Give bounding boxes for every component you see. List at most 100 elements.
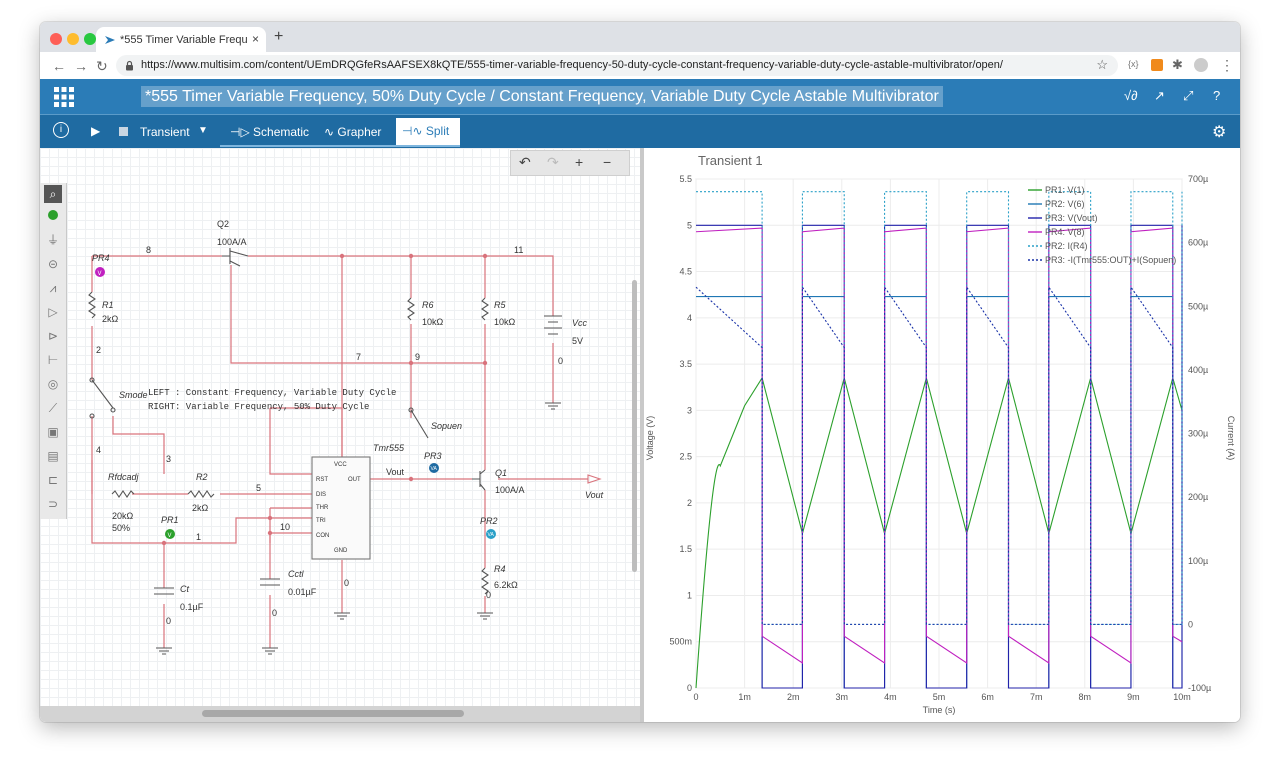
- circuit-title[interactable]: *555 Timer Variable Frequency, 50% Duty …: [141, 86, 943, 107]
- help-icon[interactable]: ?: [1213, 88, 1221, 103]
- pr1-label[interactable]: PR1: [161, 515, 179, 525]
- resistor-palette-icon[interactable]: ⩘: [49, 281, 57, 295]
- schematic-vertical-scrollbar[interactable]: [632, 280, 637, 572]
- settings-gear-icon[interactable]: ⚙: [1212, 124, 1227, 141]
- url-field[interactable]: https://www.multisim.com/content/UEmDRQG…: [116, 55, 1118, 76]
- r1-label[interactable]: R1: [102, 300, 114, 310]
- switch-palette-icon[interactable]: ⟋: [48, 401, 58, 415]
- tab-schematic-label: Schematic: [253, 125, 310, 139]
- r6-label[interactable]: R6: [422, 300, 434, 310]
- scrollbar-thumb[interactable]: [202, 710, 464, 717]
- new-tab-button[interactable]: +: [274, 28, 284, 45]
- sopuen-label[interactable]: Sopuen: [431, 421, 462, 431]
- extension-icon[interactable]: {x}: [1128, 59, 1139, 69]
- url-text: https://www.multisim.com/content/UEmDRQG…: [141, 59, 1003, 71]
- forward-arrow-icon[interactable]: →: [74, 58, 88, 74]
- pin-out: OUT: [348, 477, 361, 483]
- zoom-in-icon[interactable]: +: [575, 154, 584, 170]
- schematic-horizontal-scrollbar[interactable]: [40, 706, 640, 722]
- r5-label[interactable]: R5: [494, 300, 506, 310]
- redo-icon[interactable]: ↷: [547, 154, 559, 170]
- connector-palette-icon[interactable]: ⊏: [47, 473, 59, 487]
- share-icon[interactable]: ↗: [1154, 88, 1165, 103]
- x-tick-label: 7m: [1030, 692, 1043, 702]
- back-arrow-icon[interactable]: ←: [52, 58, 66, 74]
- net-label-3: 3: [166, 454, 171, 464]
- x-tick-label: 10m: [1173, 692, 1191, 702]
- info-icon[interactable]: i: [53, 122, 69, 138]
- r2-value: 2kΩ: [192, 503, 209, 513]
- browser-tab[interactable]: *555 Timer Variable Frequency, 50% Duty …: [96, 27, 266, 52]
- undo-icon[interactable]: ↶: [519, 154, 531, 170]
- probe-pr1-icon[interactable]: [165, 529, 175, 539]
- reload-icon[interactable]: ↻: [96, 58, 108, 74]
- grapher-icon: ∿: [324, 125, 335, 139]
- profile-avatar[interactable]: [1194, 58, 1208, 72]
- digital-palette-icon[interactable]: ▤: [47, 449, 59, 463]
- smode-label[interactable]: Smode: [119, 390, 148, 400]
- tmr555-label[interactable]: Tmr555: [373, 443, 405, 453]
- stop-simulation-icon[interactable]: [119, 127, 128, 136]
- edit-mini-toolbar: ↶ ↷ + −: [510, 150, 630, 176]
- tab-schematic[interactable]: ⊣▷ Schematic: [230, 125, 309, 139]
- probe-pr2-icon[interactable]: [486, 529, 496, 539]
- probe-palette-icon[interactable]: [44, 207, 62, 225]
- schematic-drawing[interactable]: VCC RST OUT DIS THR TRI CON GND Q2 100A/…: [40, 148, 640, 708]
- rfdcadj-label[interactable]: Rfdcadj: [108, 472, 140, 482]
- r4-label[interactable]: R4: [494, 564, 506, 574]
- ct-label[interactable]: Ct: [180, 584, 189, 594]
- apps-grid-icon[interactable]: [54, 87, 74, 107]
- browser-menu-icon[interactable]: ⋮: [1220, 57, 1234, 73]
- split-divider[interactable]: [640, 148, 644, 722]
- pr2-label[interactable]: PR2: [480, 516, 498, 526]
- search-icon[interactable]: ⌕: [44, 185, 62, 203]
- ground-palette-icon[interactable]: ⏚: [46, 233, 59, 247]
- r2-label[interactable]: R2: [196, 472, 208, 482]
- tab-grapher[interactable]: ∿ Grapher: [324, 125, 381, 139]
- rss-icon[interactable]: [1151, 59, 1163, 71]
- diode-palette-icon[interactable]: ⊳: [47, 329, 59, 343]
- lock-icon: [126, 60, 133, 71]
- zoom-out-icon[interactable]: −: [603, 154, 612, 170]
- net-label-0-tmr: 0: [344, 578, 349, 588]
- extensions-puzzle-icon[interactable]: ✱: [1172, 57, 1183, 72]
- analysis-dropdown-icon[interactable]: ▼: [198, 125, 208, 136]
- q1-label[interactable]: Q1: [495, 468, 507, 478]
- legend-entry: PR3: V(Vout): [1045, 213, 1098, 223]
- fullscreen-icon[interactable]: ⤢: [1183, 88, 1194, 103]
- probe-pr3-icon[interactable]: [429, 463, 439, 473]
- run-simulation-icon[interactable]: ▶: [91, 124, 101, 138]
- chart-legend[interactable]: PR1: V(1)PR2: V(6)PR3: V(Vout)PR4: V(8)P…: [1028, 185, 1176, 265]
- close-window-button[interactable]: [50, 33, 62, 45]
- transistor-palette-icon[interactable]: ⊢: [47, 353, 59, 367]
- schematic-canvas[interactable]: VCC RST OUT DIS THR TRI CON GND Q2 100A/…: [40, 148, 640, 722]
- maximize-window-button[interactable]: [84, 33, 96, 45]
- cctl-label[interactable]: Cctl: [288, 569, 305, 579]
- q2-label[interactable]: Q2: [217, 219, 229, 229]
- bookmark-star-icon[interactable]: ☆: [1096, 57, 1108, 72]
- gate-palette-icon[interactable]: ⊃: [47, 497, 59, 511]
- opamp-palette-icon[interactable]: ▷: [48, 305, 58, 319]
- simulate-toggle-icon[interactable]: √∂: [1124, 88, 1138, 103]
- probe-pr4-icon[interactable]: [95, 267, 105, 277]
- y-tick-label: 1.5: [679, 544, 692, 554]
- x-tick-label: 4m: [884, 692, 897, 702]
- analysis-select[interactable]: Transient: [140, 125, 190, 139]
- vcc-label[interactable]: Vcc: [572, 318, 588, 328]
- pr4-label[interactable]: PR4: [92, 253, 110, 263]
- legend-entry: PR1: V(1): [1045, 185, 1085, 195]
- component-palette: ⌕ ⏚ ⊝ ⩘ ▷ ⊳ ⊢ ◎ ⟋ ▣ ▤ ⊏ ⊃: [40, 183, 67, 519]
- ic-palette-icon[interactable]: ▣: [47, 425, 59, 439]
- meter-palette-icon[interactable]: ◎: [47, 377, 59, 391]
- vout-port-label[interactable]: Vout: [585, 490, 604, 500]
- y2-tick-label: -100µ: [1188, 683, 1211, 693]
- pr3-label[interactable]: PR3: [424, 451, 442, 461]
- source-palette-icon[interactable]: ⊝: [47, 257, 59, 271]
- pin-con: CON: [316, 533, 329, 539]
- close-tab-icon[interactable]: ×: [251, 32, 259, 46]
- minimize-window-button[interactable]: [67, 33, 79, 45]
- tab-split[interactable]: ⊣∿ Split: [396, 118, 460, 145]
- x-tick-label: 3m: [836, 692, 849, 702]
